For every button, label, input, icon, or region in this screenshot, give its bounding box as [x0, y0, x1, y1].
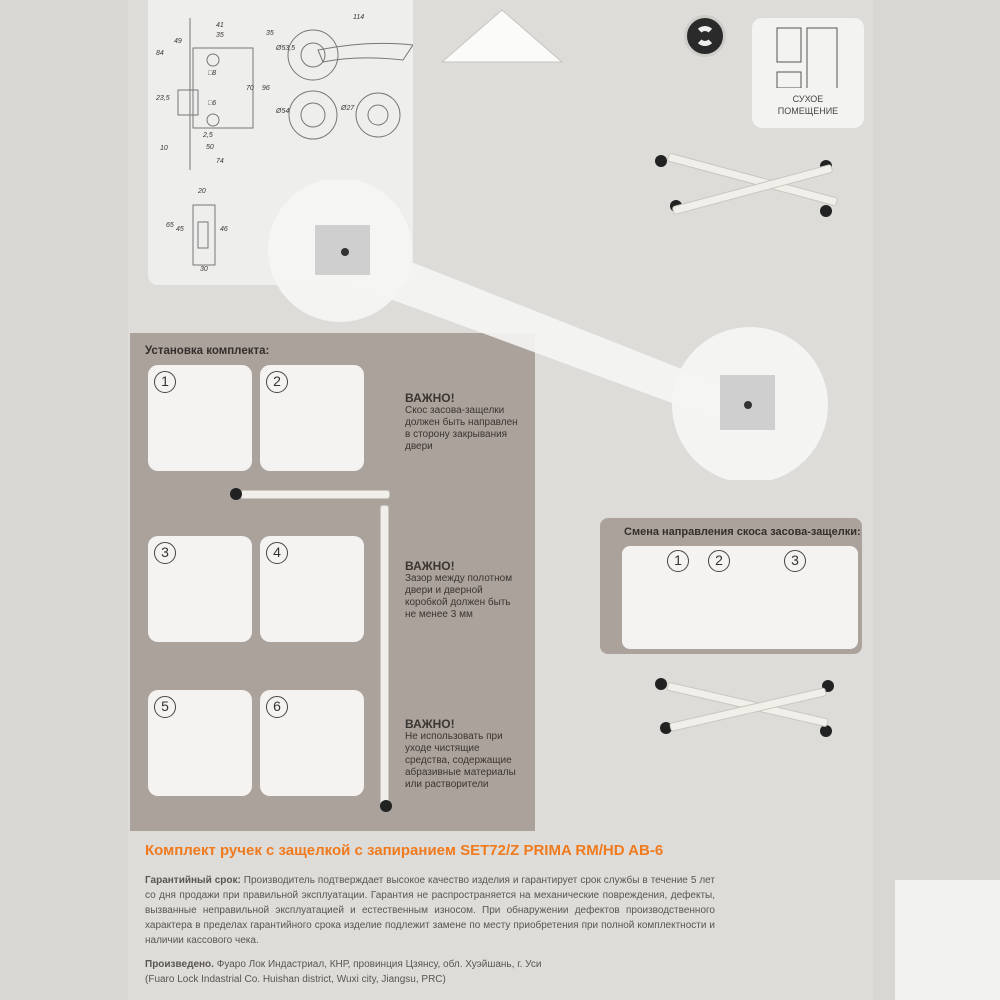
- warranty-text: Гарантийный срок: Производитель подтверж…: [145, 873, 715, 948]
- warranty-body: Производитель подтверждает высокое качес…: [145, 875, 715, 946]
- tie-hole: [820, 205, 832, 217]
- dim-46: 46: [220, 226, 228, 233]
- dim-49: 49: [174, 38, 182, 45]
- cable-tie: [380, 505, 389, 805]
- dim-27: Ø27: [341, 105, 355, 112]
- latch-steps-illustration: 1 2 3: [622, 546, 858, 649]
- warranty-label: Гарантийный срок:: [145, 875, 241, 886]
- step-tile-2: 2: [260, 365, 364, 471]
- step-number: 5: [154, 696, 176, 718]
- dry-room-icon: СУХОЕ ПОМЕЩЕНИЕ: [752, 18, 864, 128]
- dim-114: 114: [353, 14, 365, 21]
- cable-tie: [240, 490, 390, 499]
- dim-96: 96: [262, 85, 270, 92]
- manufacturer-text: Фуаро Лок Индастриал, КНР, провинция Цзя…: [216, 959, 542, 970]
- manufacturer-label: Произведено.: [145, 959, 214, 970]
- important-note-1: ВАЖНО!Скос засова-защелки должен быть на…: [405, 392, 520, 453]
- dim-10: 10: [160, 145, 168, 152]
- step-number: 3: [154, 542, 176, 564]
- dry-room-line1: СУХОЕ: [792, 94, 824, 104]
- dim-65: 65: [166, 222, 174, 229]
- tie-hole: [660, 722, 672, 734]
- dim-23-5: 23,5: [156, 95, 170, 102]
- step-tile-3: 3: [148, 536, 252, 642]
- dim-6: □6: [208, 100, 217, 107]
- dim-70: 70: [246, 85, 254, 92]
- white-sticker-area: [895, 880, 1000, 1000]
- dim-2-5: 2,5: [203, 132, 213, 139]
- dim-45: 45: [176, 226, 184, 233]
- note-text: Зазор между полотном двери и дверной кор…: [405, 573, 513, 620]
- green-dot-recycle-icon: [684, 15, 726, 57]
- important-note-3: ВАЖНО!Не использовать при уходе чистящие…: [405, 718, 520, 791]
- step-tile-5: 5: [148, 690, 252, 796]
- tie-hole: [655, 155, 667, 167]
- note-title: ВАЖНО!: [405, 391, 455, 405]
- step-number: 1: [154, 371, 176, 393]
- dim-74: 74: [216, 158, 224, 165]
- dim-35b: 35: [266, 30, 274, 37]
- tie-hole: [380, 800, 392, 812]
- tie-hole: [230, 488, 242, 500]
- dim-20: 20: [198, 188, 206, 195]
- product-title: Комплект ручек с защелкой с запиранием S…: [145, 842, 664, 859]
- dim-41: 41: [216, 22, 224, 29]
- latch-step-number: 3: [784, 550, 806, 572]
- manufacturer-info: Произведено. Фуаро Лок Индастриал, КНР, …: [145, 957, 715, 987]
- step-number: 2: [266, 371, 288, 393]
- note-title: ВАЖНО!: [405, 559, 455, 573]
- dim-50: 50: [206, 144, 214, 151]
- step-tile-4: 4: [260, 536, 364, 642]
- installation-heading: Установка комплекта:: [145, 345, 270, 357]
- dim-54: Ø54: [276, 108, 290, 115]
- installation-panel: Установка комплекта: 1 2 3 4 5 6: [130, 333, 535, 831]
- dim-35: 35: [216, 32, 224, 39]
- latch-heading: Смена направления скоса засова-защелки:: [624, 526, 861, 538]
- step-number: 4: [266, 542, 288, 564]
- wardrobe-icon: [776, 27, 838, 91]
- dry-room-line2: ПОМЕЩЕНИЕ: [777, 106, 839, 116]
- dim-53-5: Ø53,5: [276, 45, 296, 52]
- tie-hole: [820, 725, 832, 737]
- lock-dimension-drawing: [177, 18, 414, 266]
- step-tile-6: 6: [260, 690, 364, 796]
- plastic-mounting-template: [268, 180, 828, 480]
- latch-step-number: 1: [667, 550, 689, 572]
- note-text: Скос засова-защелки должен быть направле…: [405, 405, 518, 452]
- dim-8: □8: [208, 70, 217, 77]
- latch-step-number: 2: [708, 550, 730, 572]
- note-title: ВАЖНО!: [405, 717, 455, 731]
- dim-30: 30: [200, 266, 208, 273]
- note-text: Не использовать при уходе чистящие средс…: [405, 731, 516, 790]
- important-note-2: ВАЖНО!Зазор между полотном двери и дверн…: [405, 560, 520, 621]
- latch-direction-panel: Смена направления скоса засова-защелки: …: [600, 518, 862, 654]
- step-tile-1: 1: [148, 365, 252, 471]
- manufacturer-text-en: (Fuaro Lock Indastrial Co. Huishan distr…: [145, 974, 446, 985]
- step-number: 6: [266, 696, 288, 718]
- dim-84: 84: [156, 50, 164, 57]
- tie-hole: [655, 678, 667, 690]
- hanger-hole: [440, 9, 564, 63]
